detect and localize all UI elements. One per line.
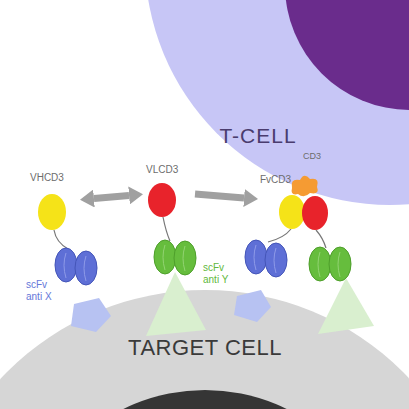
scfv-label: scFv anti X <box>26 279 60 303</box>
linker <box>316 230 326 248</box>
scfv-domain <box>265 243 287 277</box>
variable-domain <box>148 183 176 217</box>
scfv-label: scFv anti Y <box>203 262 237 286</box>
vl-cd3-domain: VLCD3 <box>143 164 195 220</box>
cell-name: TARGET CELL <box>128 335 282 360</box>
scfv-domain <box>309 247 331 281</box>
equilibrium-arrow <box>94 195 129 198</box>
linker <box>54 230 68 249</box>
scfv-domain <box>329 247 351 281</box>
reaction-arrow <box>195 194 244 198</box>
target-cell: TARGET CELL <box>0 290 409 409</box>
domain-label: FvCD3 <box>260 174 291 186</box>
domain-label: VLCD3 <box>146 164 178 176</box>
variable-domain <box>302 196 328 230</box>
scfv-domain <box>75 251 97 285</box>
cell-body <box>285 0 409 110</box>
domain-highlight <box>64 253 86 281</box>
scfv-domain <box>154 240 176 274</box>
domain-highlight <box>318 252 340 277</box>
cell-body <box>20 390 390 409</box>
domain-highlight <box>254 245 276 273</box>
fv-cd3-complex: FvCD3 <box>258 172 330 232</box>
variable-domain <box>279 195 305 229</box>
variable-domain <box>38 194 66 230</box>
cell-body <box>0 290 409 409</box>
scfv-domain <box>55 248 77 282</box>
cell-body <box>145 0 409 205</box>
receptor-label: CD3 <box>303 151 321 162</box>
cell-name: T-CELL <box>219 124 296 148</box>
scfv-domain <box>174 241 196 275</box>
linker <box>163 217 170 241</box>
domain-label: VHCD3 <box>30 172 64 184</box>
domain-highlight <box>163 245 185 271</box>
vh-cd3-domain: VHCD3 <box>26 172 80 232</box>
scfv-domain <box>245 240 267 274</box>
linker <box>268 229 291 242</box>
